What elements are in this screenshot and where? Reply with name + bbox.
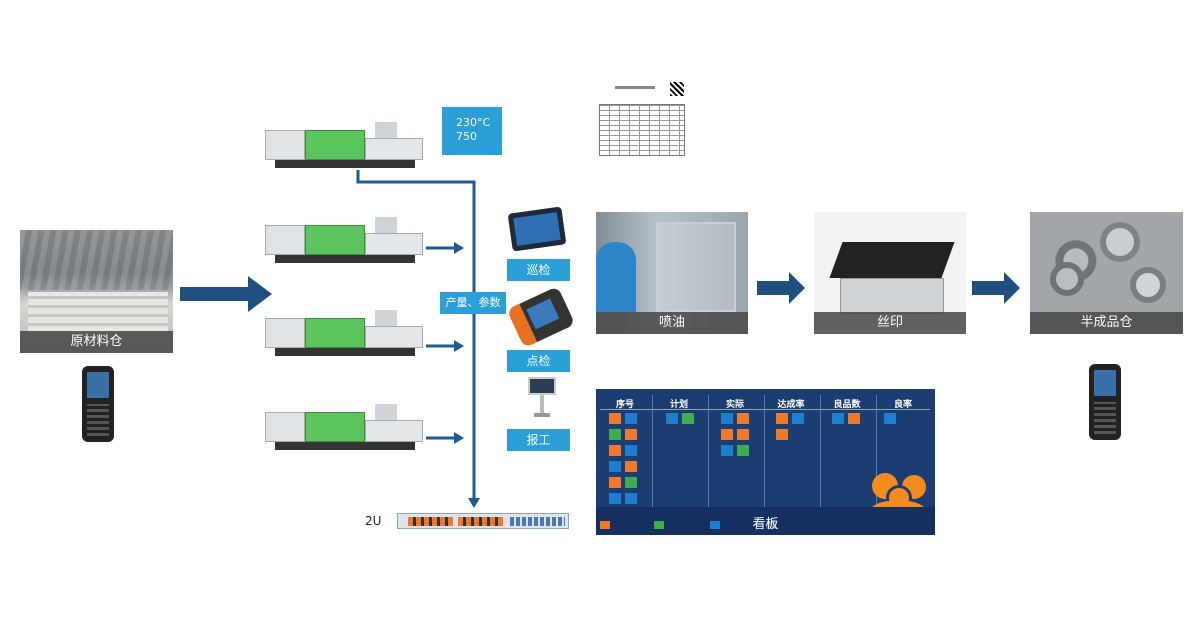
- station-label-print: 丝印: [814, 312, 966, 334]
- handheld-scanner-right: [1089, 364, 1121, 440]
- machine-4: [265, 402, 423, 452]
- kanban-board: 序号 计划 实际 达成率 良品数 良率 看板: [596, 389, 935, 535]
- qr-code-icon: [670, 82, 684, 96]
- kanban-col-5: 良品数: [833, 400, 861, 410]
- kiosk-terminal: [528, 377, 556, 417]
- tablet-device: [507, 206, 567, 252]
- warehouse-label: 原材料仓: [20, 331, 173, 353]
- params-box: 230°C 750: [442, 107, 502, 155]
- spray-station-photo: 喷油: [596, 212, 748, 334]
- arrow-spray-to-print: [757, 272, 805, 304]
- params-temp: 230°C: [456, 116, 491, 129]
- warehouse-photo: 原材料仓: [20, 230, 173, 353]
- machine-3: [265, 308, 423, 358]
- print-station-photo: 丝印: [814, 212, 966, 334]
- station-label-spray: 喷油: [596, 312, 748, 334]
- kanban-col-3: 实际: [725, 400, 744, 410]
- arrow-to-machines: [180, 276, 272, 312]
- machine-2: [265, 215, 423, 265]
- station-label-semi-finished: 半成品仓: [1030, 312, 1183, 334]
- network-switch: [397, 513, 569, 529]
- device-label-inspect: 巡检: [507, 259, 570, 281]
- kanban-col-6: 良率: [893, 400, 912, 410]
- kanban-title: 看板: [752, 517, 779, 532]
- arrow-print-to-warehouse: [972, 272, 1020, 304]
- device-label-check: 点检: [507, 350, 570, 372]
- machine-1: [265, 120, 423, 170]
- handheld-scanner-left: [82, 366, 114, 442]
- report-document: [595, 80, 687, 160]
- semi-finished-photo: 半成品仓: [1030, 212, 1183, 334]
- switch-label: 2U: [365, 514, 382, 528]
- params-value: 750: [456, 130, 477, 143]
- device-label-report: 报工: [507, 429, 570, 451]
- kanban-col-2: 计划: [669, 400, 688, 410]
- kanban-col-4: 达成率: [777, 400, 805, 410]
- bus-label: 产量、参数: [440, 292, 506, 314]
- kanban-col-1: 序号: [615, 400, 634, 410]
